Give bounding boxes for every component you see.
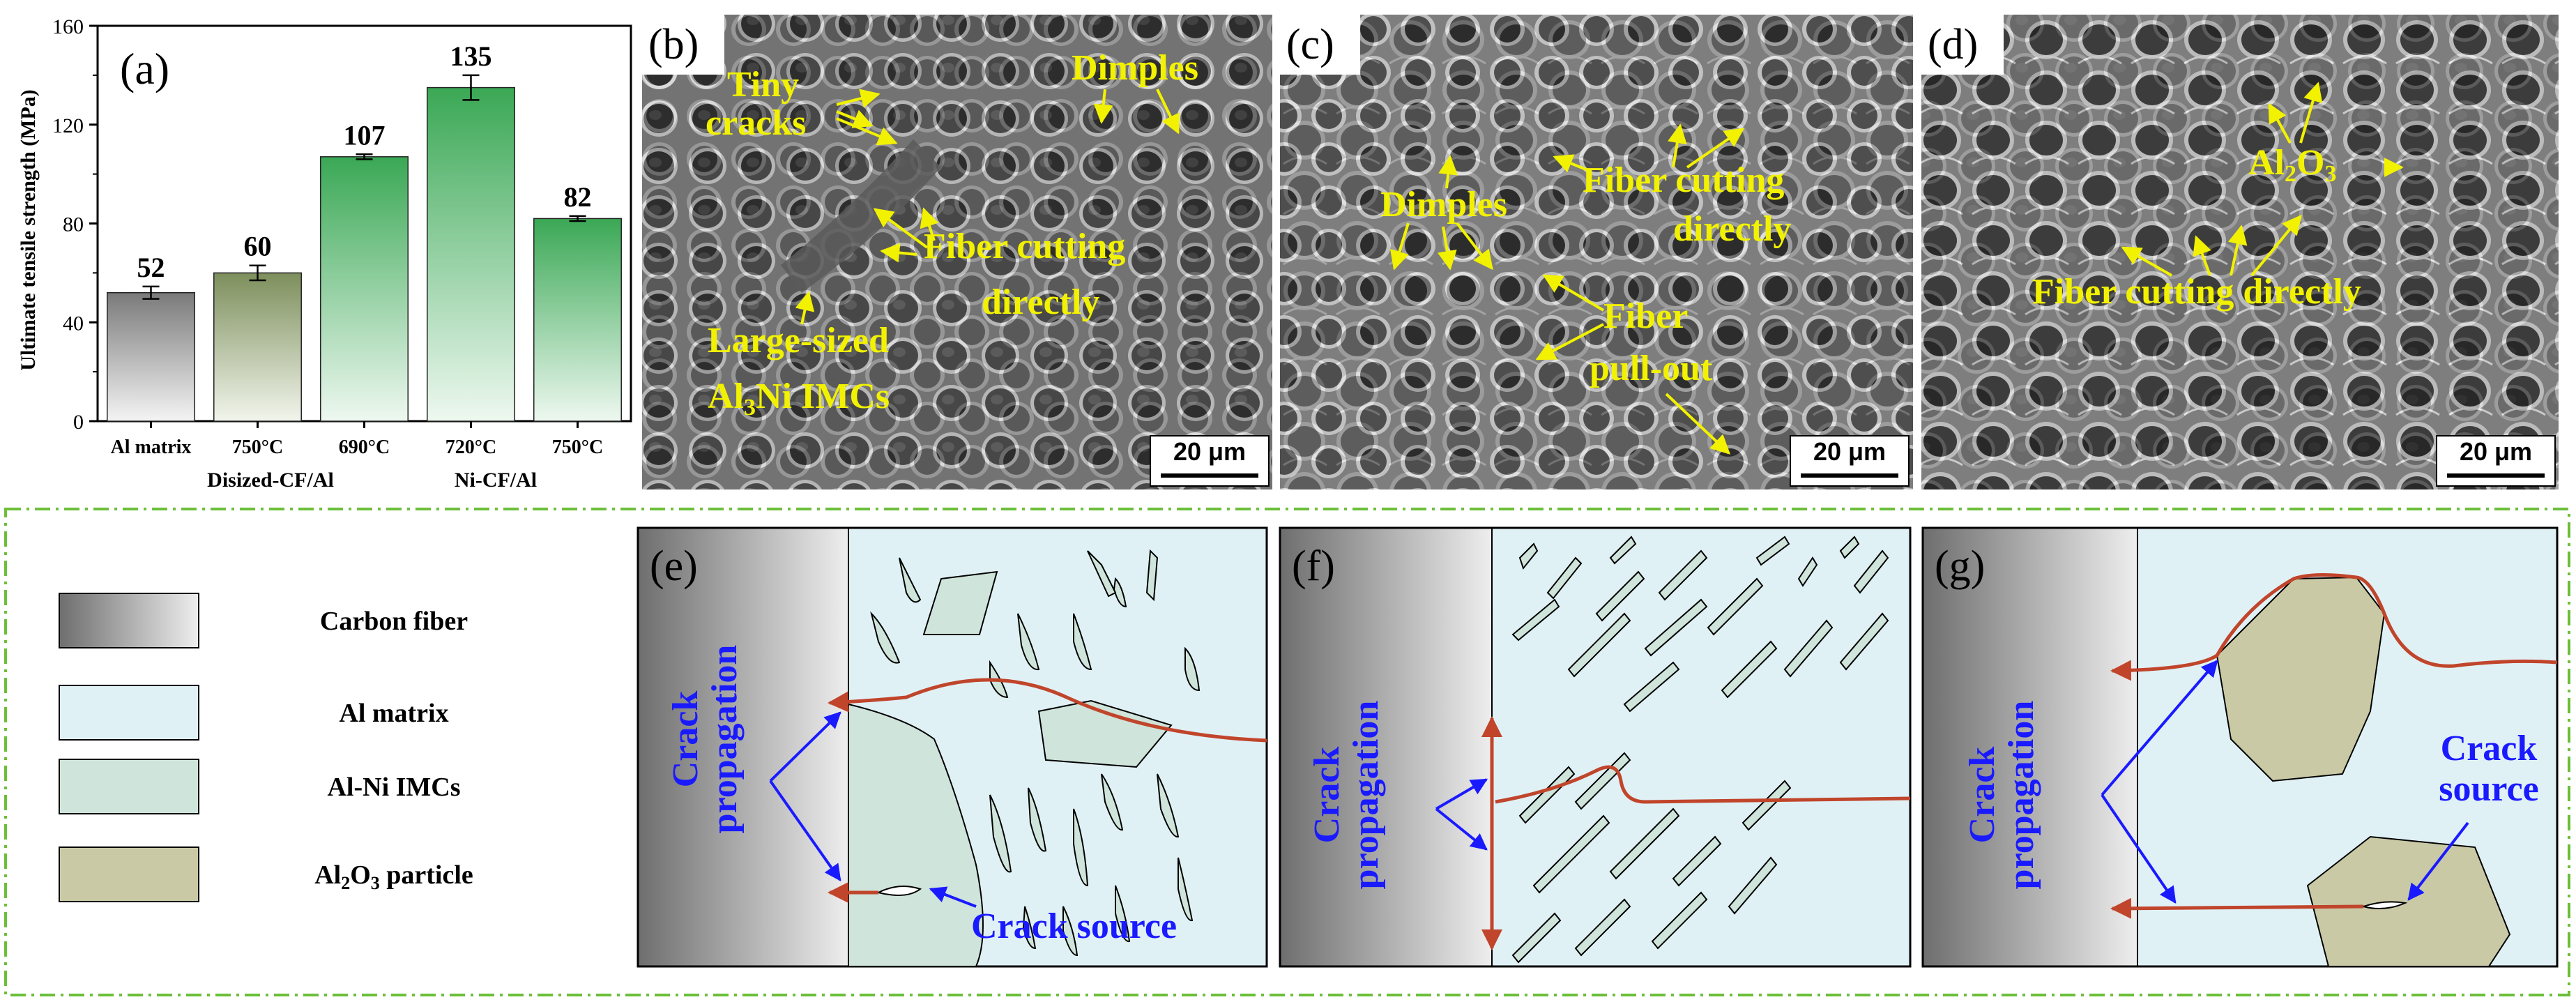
legend-swatch-imc (59, 759, 199, 814)
sem-panel-b: (b) Tiny cracks Dimples Fiber cutting di… (642, 15, 1272, 489)
y-tick-label: 80 (63, 213, 84, 236)
bar (427, 86, 515, 422)
x-category-label: 750°C (232, 437, 283, 458)
bar-value-label: 135 (450, 40, 492, 72)
error-bar (569, 215, 586, 222)
label-fiber-cutting-d: Fiber cutting directly (2032, 272, 2361, 312)
label-al3ni: Al3Ni IMCs (708, 377, 890, 420)
panel-letter-b: (b) (648, 21, 699, 68)
label-dimples-c: Dimples (1380, 185, 1507, 225)
label-directly-b: directly (982, 282, 1099, 322)
legend-label-carbon-fiber: Carbon fiber (320, 607, 468, 636)
error-bar (356, 153, 373, 160)
legend-swatch-al2o3 (59, 847, 199, 902)
schematic-g-frame (1921, 526, 2559, 968)
y-tick-label: 40 (63, 312, 84, 335)
schematic-dashed-frame (4, 508, 2570, 996)
panel-letter-g: (g) (1935, 542, 1985, 590)
label-large-sized: Large-sized (708, 321, 889, 360)
label-cracks: cracks (706, 103, 806, 143)
x-category-label: 750°C (552, 437, 603, 458)
bar-chart: (a) Ultimate tensile strength (MPa) 0 40 8… (17, 15, 632, 492)
bar (213, 272, 302, 422)
group-label-disized: Disized-CF/Al (207, 469, 334, 492)
sem-panel-c: (c) Fiber cutting directly Dimples Fiber… (1280, 15, 1913, 489)
x-category-labels: Al matrix 750°C 690°C 720°C 750°C (111, 421, 603, 458)
schematic-e: (e) Crackpropagation Crack source (637, 526, 1268, 968)
crack-propagation-e: Crackpropagation (666, 645, 745, 834)
panel-letter-f: (f) (1292, 542, 1335, 590)
label-dimples-b: Dimples (1072, 48, 1198, 88)
crack-path-e-upper (828, 678, 1267, 743)
y-tick-label: 160 (52, 15, 84, 38)
legend-swatch-al-matrix (59, 685, 199, 741)
bar-value-label: 60 (244, 231, 272, 262)
panel-letter-d: (d) (1928, 21, 1978, 68)
bar (320, 156, 409, 422)
schematic-f: (f) Crackpropagation (1279, 526, 1912, 968)
panel-letter-e: (e) (650, 542, 698, 590)
bar-value-label: 107 (344, 119, 386, 151)
scale-text-b: 20 μm (1173, 437, 1246, 466)
label-fiber-cutting-b: Fiber cutting (924, 227, 1125, 266)
crack-propagation-f: Crackpropagation (1307, 701, 1386, 890)
bar (533, 218, 622, 422)
group-label-ni: Ni-CF/Al (455, 469, 537, 492)
y-tick-label: 0 (73, 411, 84, 434)
label-directly-c: directly (1673, 209, 1791, 249)
label-fiber-cutting-c: Fiber cutting (1583, 160, 1784, 200)
legend-swatch-carbon-fiber (59, 593, 199, 648)
label-fiber-c: Fiber (1603, 296, 1688, 336)
bar-value-label: 52 (137, 252, 165, 283)
crack-propagation-g: Crackpropagation (1963, 701, 2041, 890)
crack-path-f (1495, 765, 1911, 804)
bars-group: 52 60 107 135 82 (107, 40, 622, 422)
error-bar (142, 285, 160, 300)
y-ticks: 0 40 80 120 160 (52, 15, 98, 434)
scale-text-d: 20 μm (2460, 437, 2532, 466)
label-al2o3-d: Al2O3 (2248, 143, 2336, 187)
schematic-f-frame (1279, 526, 1912, 968)
legend-label-al-matrix: Al matrix (339, 699, 448, 728)
chart-ylabel: Ultimate tensile strength (MPa) (17, 89, 40, 371)
crack-path-g-upper (2110, 572, 2558, 681)
sem-panel-d: (d) Al2O3 Fiber cutting directly 20 μm (1921, 15, 2559, 489)
bar-value-label: 82 (564, 181, 592, 213)
chart-panel-label: (a) (120, 44, 169, 93)
error-bar (249, 264, 266, 282)
legend-label-al2o3: Al2O3 particle (314, 860, 473, 893)
panel-letter-c: (c) (1286, 21, 1334, 68)
label-tiny: Tiny (727, 65, 799, 105)
crack-path-g-lower (2110, 897, 2364, 919)
label-pullout: pull-out (1590, 349, 1713, 388)
x-category-label: 720°C (445, 437, 496, 458)
legend: Carbon fiber Al matrix Al-Ni IMCs Al2O3 … (59, 593, 473, 902)
bar (107, 291, 195, 422)
x-category-label: 690°C (339, 437, 390, 458)
crack-source-e: Crack source (971, 906, 1177, 946)
error-bar (462, 74, 480, 101)
legend-label-imc: Al-Ni IMCs (327, 773, 460, 802)
y-tick-label: 120 (52, 114, 84, 137)
scale-text-c: 20 μm (1813, 437, 1886, 466)
x-category-label: Al matrix (111, 437, 192, 458)
